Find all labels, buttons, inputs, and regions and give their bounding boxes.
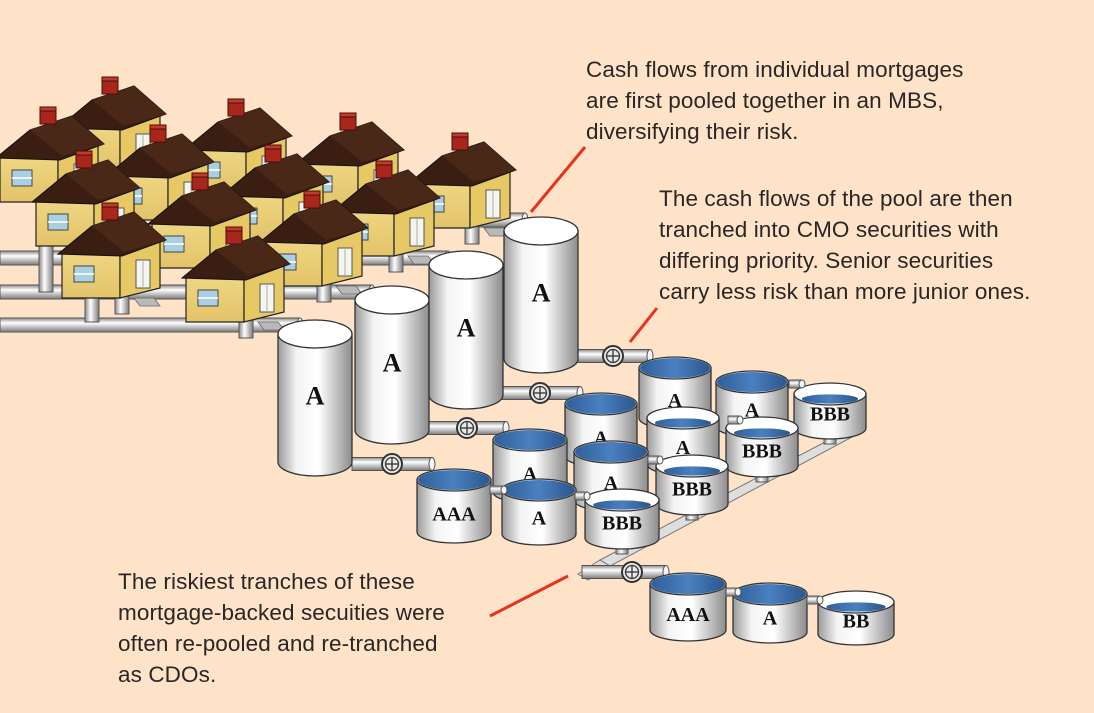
valve-icon — [602, 345, 624, 367]
tranche-rating-label: AAA — [666, 604, 710, 626]
valve-icon — [529, 382, 551, 404]
pipe-icon — [574, 491, 591, 501]
cmo-tranche-tank: BBB — [725, 416, 799, 478]
leader-line-mbs — [529, 146, 587, 213]
pipe-icon — [806, 595, 824, 605]
caption-line: diversifying their risk. — [586, 119, 799, 144]
houses-layer — [0, 76, 517, 339]
mbs-pool-tank: A — [503, 216, 579, 374]
pipe-icon — [788, 379, 806, 389]
caption-line: carry less risk than more junior ones. — [659, 279, 1031, 304]
caption-line: differing priority. Senior securities — [659, 248, 994, 273]
valve-icon — [621, 561, 643, 583]
mbs-pool-tank: A — [354, 285, 430, 445]
pipe-icon — [489, 485, 508, 495]
caption-line: Cash flows from individual mortgages — [586, 57, 964, 82]
tranche-rating-label: A — [763, 607, 778, 629]
pipe-icon — [727, 415, 744, 425]
cmo-tranche-tank: A — [501, 478, 577, 546]
tranche-rating-label: A — [457, 314, 476, 343]
pipe-icon — [725, 587, 742, 597]
caption-line: tranched into CMO securities with — [659, 217, 999, 242]
tranche-rating-label: BB — [843, 611, 870, 633]
leader-line-cdo — [489, 574, 569, 618]
caption-cmo-tranching: The cash flows of the pool are then tran… — [659, 183, 1030, 307]
caption-line: mortgage-backed secuities were — [118, 600, 445, 625]
mbs-pool-tank: A — [277, 319, 353, 477]
tranche-rating-label: A — [745, 399, 760, 421]
caption-mbs-pooling: Cash flows from individual mortgages are… — [586, 54, 964, 147]
valve-icon — [381, 453, 403, 475]
house-icon — [180, 226, 291, 339]
cmo-tranche-tank: AAA — [416, 468, 492, 544]
tranche-rating-label: BBB — [742, 441, 782, 463]
tranche-rating-label: A — [383, 349, 402, 378]
caption-line: are first pooled together in an MBS, — [586, 88, 944, 113]
mbs-pool-tank: A — [428, 250, 504, 410]
pipe-icon — [0, 317, 304, 333]
cdo-tranche-tank: AAA — [649, 572, 727, 642]
tranche-rating-label: A — [676, 437, 691, 459]
mbs-pools-layer: A A A A — [277, 216, 579, 477]
cmo-tranche-tank: BBB — [655, 454, 729, 516]
caption-line: as CDOs. — [118, 662, 217, 687]
pipe-icon — [38, 239, 54, 293]
tranche-rating-label: BBB — [810, 404, 850, 426]
pipe-icon — [647, 455, 664, 465]
caption-line: The cash flows of the pool are then — [659, 186, 1013, 211]
caption-line: The riskiest tranches of these — [118, 569, 415, 594]
caption-line: often re-pooled and re-tranched — [118, 631, 438, 656]
leader-lines-layer — [489, 146, 659, 618]
tranche-rating-label: BBB — [602, 513, 642, 535]
cdo-tranche-tank: BB — [817, 590, 895, 646]
tranche-rating-label: BBB — [672, 479, 712, 501]
cmo-tranche-tank: BBB — [584, 488, 660, 550]
house-icon — [56, 202, 167, 315]
tranche-rating-label: A — [306, 381, 325, 410]
leader-line-cmo — [628, 307, 659, 343]
tranche-rating-label: A — [532, 278, 551, 307]
caption-cdo-retranching: The riskiest tranches of these mortgage-… — [118, 566, 445, 690]
cdo-tranche-tank: A — [732, 582, 808, 644]
tranche-rating-label: A — [532, 507, 547, 529]
valve-icon — [456, 417, 478, 439]
cmo-tranche-tank: BBB — [793, 382, 867, 440]
tranche-rating-label: AAA — [432, 504, 476, 526]
